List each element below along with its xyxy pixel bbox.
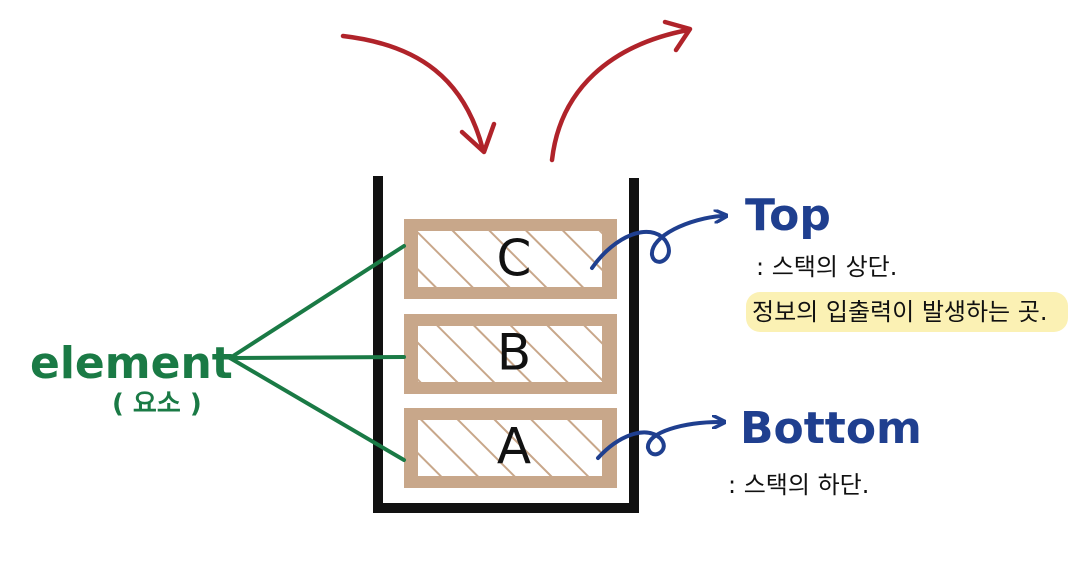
- top-highlight: [746, 292, 1068, 332]
- element-label: element: [30, 338, 233, 389]
- top-pointer-arrow: [590, 216, 722, 270]
- element-letter-b: B: [497, 324, 531, 382]
- element-box-b: B: [404, 314, 617, 394]
- element-connectors: [228, 244, 406, 462]
- push-arrow-head: [459, 121, 497, 155]
- element-box-a: A: [404, 408, 617, 488]
- element-box-c: C: [404, 219, 617, 299]
- pop-arrow-icon: [549, 27, 691, 163]
- push-arrow-icon: [340, 33, 486, 153]
- bottom-label: Bottom: [740, 403, 922, 454]
- top-description-2: 정보의 입출력이 발생하는 곳.: [752, 298, 1047, 326]
- bottom-pointer-arrow: [596, 422, 720, 460]
- pop-arrow-head: [662, 19, 693, 53]
- bottom-description: : 스택의 하단.: [728, 471, 869, 499]
- element-letter-c: C: [497, 230, 532, 288]
- element-sublabel: ( 요소 ): [112, 389, 202, 419]
- top-label: Top: [745, 190, 831, 241]
- stack-container: [373, 176, 639, 513]
- top-description-1: : 스택의 상단.: [756, 253, 897, 281]
- element-letter-a: A: [497, 418, 531, 476]
